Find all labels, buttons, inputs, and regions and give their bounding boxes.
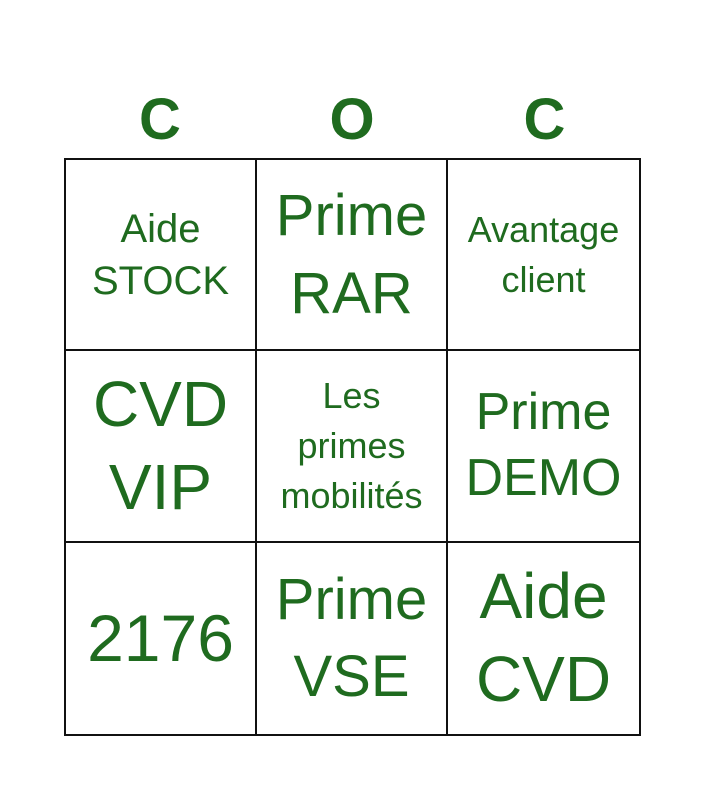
bingo-cell[interactable]: 2176 xyxy=(66,542,257,734)
header-letter-1: C xyxy=(139,87,181,152)
header-letter-2: O xyxy=(329,87,375,152)
cell-text: 2176 xyxy=(87,601,234,676)
header-letter-3: C xyxy=(523,87,566,152)
bingo-header: C O C xyxy=(64,82,641,158)
